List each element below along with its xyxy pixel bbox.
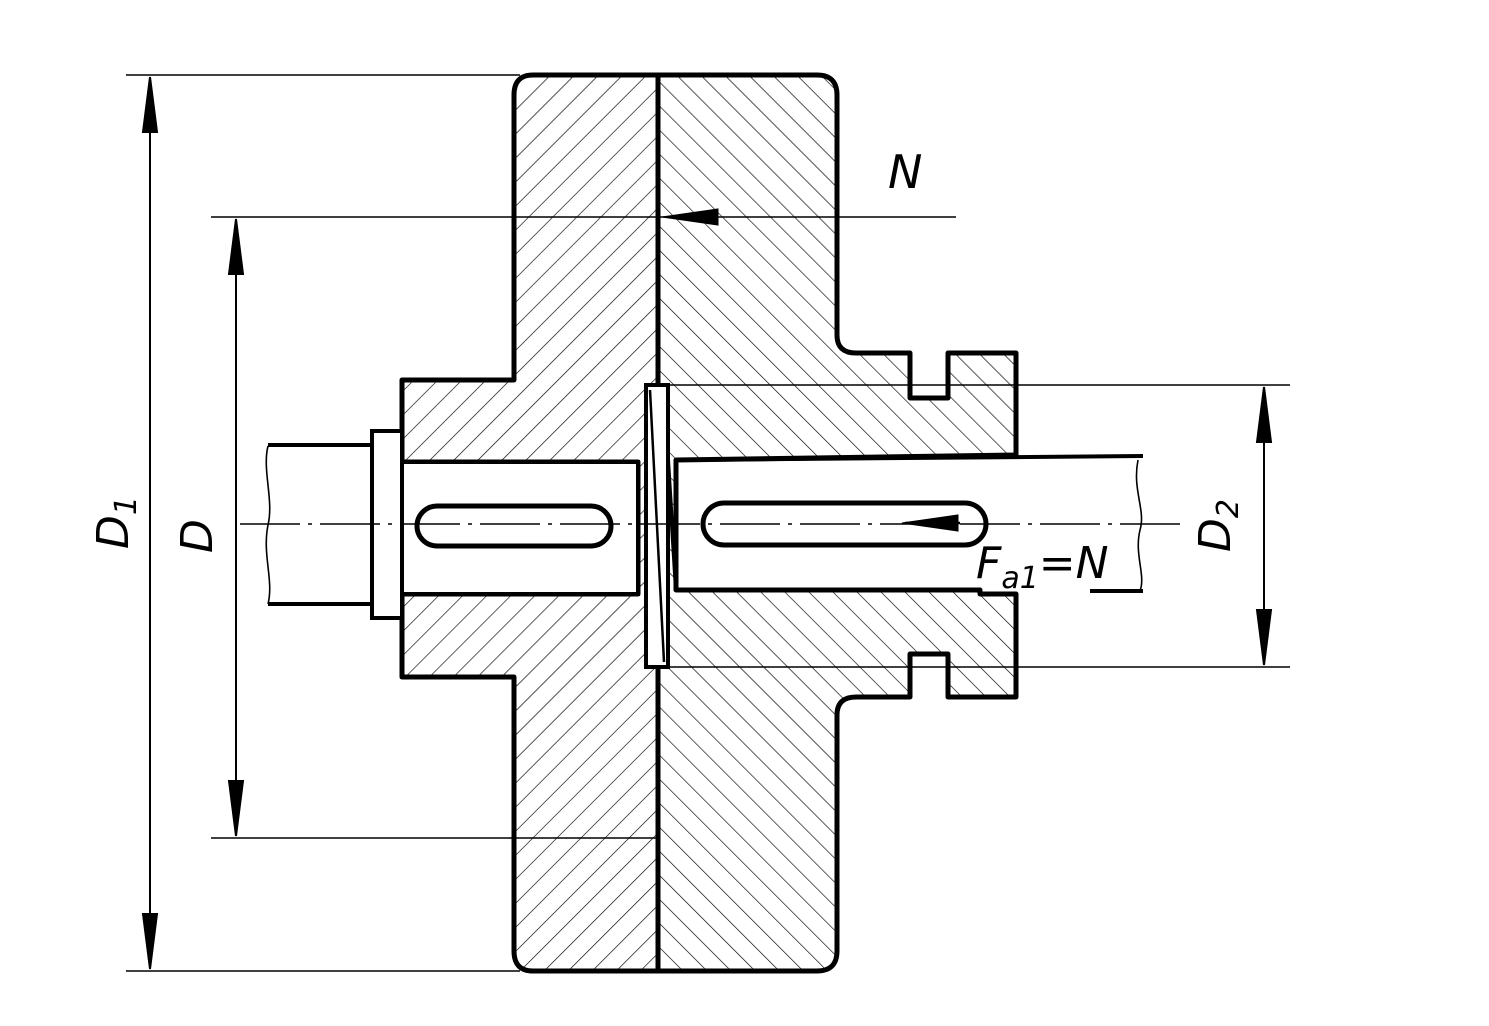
normal-force-arrow [661,208,719,226]
force-arrows [661,208,960,532]
right-half-coupling [655,72,1019,974]
label-d: D [172,519,223,553]
axial-force-arrow [901,514,959,532]
label-d1: D1 [88,496,144,549]
dim-d2-arrow-bottom [1255,609,1273,666]
dim-d1-arrow-top [141,76,159,133]
label-normal-force: N [888,145,922,199]
dimension-lines [141,76,1273,970]
label-d2: D2 [1190,499,1246,552]
dim-d1-arrow-bottom [141,913,159,970]
label-axial-force: Fa1=N [976,538,1109,596]
left-shaft [265,429,640,620]
dim-d-arrow-bottom [227,780,245,837]
dim-d-arrow-top [227,218,245,275]
left-key [414,503,614,549]
dim-d2-arrow-top [1255,386,1273,443]
